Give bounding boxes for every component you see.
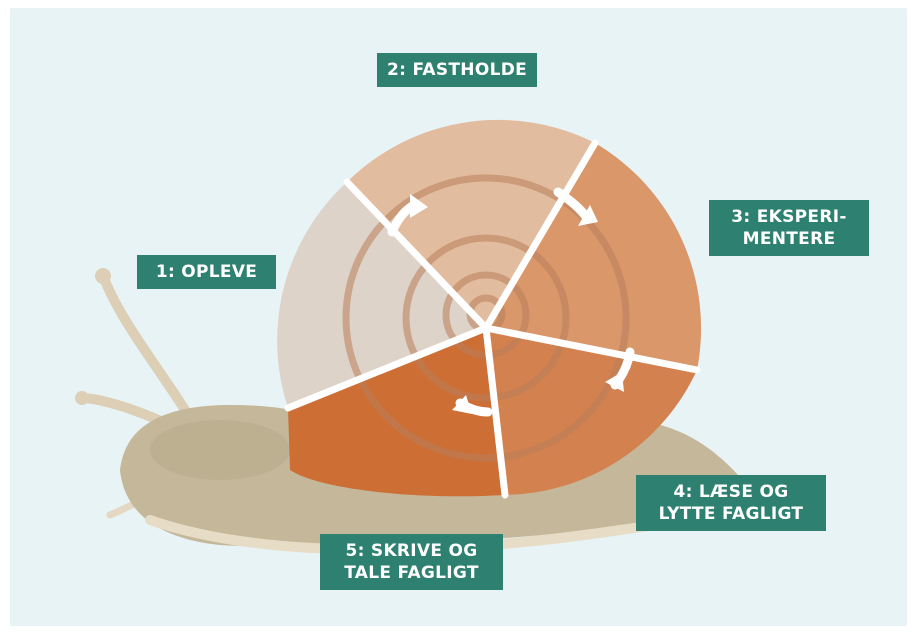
- stage-5-label: 5: SKRIVE OG TALE FAGLIGT: [320, 534, 503, 590]
- stage-2-text: 2: FASTHOLDE: [387, 59, 527, 81]
- stage-3-text-line-1: 3: EKSPERI-: [719, 206, 859, 228]
- stage-4-text-line-2: LYTTE FAGLIGT: [646, 503, 816, 525]
- stage-5-text-line-2: TALE FAGLIGT: [330, 562, 493, 584]
- stage-3-text-line-2: MENTERE: [719, 228, 859, 250]
- snail-tentacle-left: [104, 278, 185, 410]
- stage-2-label: 2: FASTHOLDE: [377, 53, 537, 87]
- stage-1-text: 1: OPLEVE: [147, 261, 266, 283]
- stage-4-text-line-1: 4: LÆSE OG: [646, 481, 816, 503]
- stage-4-label: 4: LÆSE OG LYTTE FAGLIGT: [636, 475, 826, 531]
- stage-5-text-line-1: 5: SKRIVE OG: [330, 540, 493, 562]
- stage-1-label: 1: OPLEVE: [137, 255, 276, 289]
- stage-3-label: 3: EKSPERI- MENTERE: [709, 200, 869, 256]
